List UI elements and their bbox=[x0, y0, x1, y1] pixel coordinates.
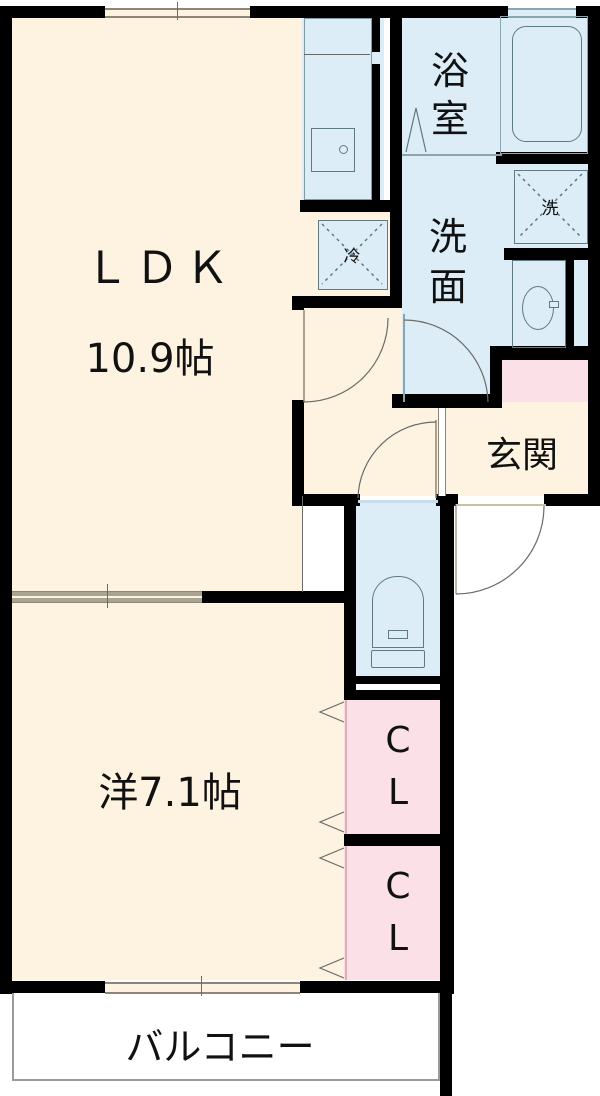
entrance-floor bbox=[452, 400, 588, 496]
bath-wash-wall bbox=[496, 152, 600, 164]
outer-wall-left bbox=[0, 6, 12, 994]
closet-top-wall bbox=[344, 690, 444, 700]
wash-basin bbox=[522, 286, 559, 330]
fridge-symbol: 冷 bbox=[343, 247, 361, 267]
kitchen-side-wall-2 bbox=[372, 64, 380, 202]
bathroom-label-1: 浴 bbox=[430, 49, 469, 93]
washroom-label-1: 洗 bbox=[428, 215, 467, 259]
entrance-divider bbox=[438, 408, 446, 496]
ldk-label: ＬＤＫ bbox=[85, 243, 235, 294]
western-room-floor bbox=[12, 598, 344, 980]
washroom-label-2: 面 bbox=[428, 265, 467, 309]
ldk-western-wall bbox=[202, 591, 344, 603]
entrance-door-line bbox=[456, 504, 546, 506]
ldk-size-label: 10.9帖 bbox=[85, 336, 215, 382]
shoe-cabinet bbox=[500, 360, 588, 402]
washer-cross-icon bbox=[517, 173, 583, 239]
ldk-floor bbox=[12, 16, 302, 596]
kitchen-side-wall bbox=[372, 16, 380, 52]
closet-2-folding-door bbox=[318, 846, 347, 980]
bath-top-window bbox=[508, 8, 576, 18]
bathtub-outer bbox=[500, 16, 588, 154]
partition-door-mullion bbox=[107, 584, 108, 608]
kitchen-counter bbox=[304, 18, 372, 200]
closet-2-label-c: C bbox=[385, 866, 411, 907]
washer-space bbox=[514, 170, 588, 244]
bath-door-swing bbox=[405, 107, 427, 153]
western-room-label: 洋7.1帖 bbox=[98, 770, 242, 816]
washroom-step-wall bbox=[490, 346, 600, 360]
toilet-seat-hinge bbox=[388, 630, 408, 639]
hallway-left-wall bbox=[292, 400, 304, 506]
entrance-door-swing bbox=[455, 504, 545, 595]
outer-wall-top-left bbox=[0, 6, 105, 18]
balcony-floor bbox=[12, 993, 440, 1081]
toilet-bowl bbox=[372, 576, 424, 648]
fridge-bottom-wall bbox=[292, 296, 402, 308]
bath-door-line bbox=[402, 154, 502, 156]
balcony-label: バルコニー bbox=[125, 1025, 315, 1069]
toilet-door-frame bbox=[358, 500, 438, 503]
kitchen-sink bbox=[311, 128, 355, 172]
bottom-wall-right bbox=[300, 981, 454, 993]
entrance-right-wall bbox=[588, 346, 600, 506]
closet-1-folding-door bbox=[318, 700, 347, 834]
balcony-right-wall bbox=[440, 981, 452, 1096]
bathroom-label-2: 室 bbox=[430, 97, 469, 141]
ldk-door-swing bbox=[303, 310, 389, 403]
toilet-left-wall bbox=[344, 500, 356, 700]
washer-symbol: 洗 bbox=[541, 199, 559, 219]
entrance-bottom-wall bbox=[544, 494, 600, 506]
ldk-window-mullion bbox=[177, 2, 178, 20]
western-bottom-window bbox=[105, 982, 300, 994]
closet-1-label-l: L bbox=[387, 772, 409, 813]
hallway-left-wall-top bbox=[292, 296, 304, 310]
bottom-window-mullion bbox=[201, 976, 202, 996]
kitchen-bottom-wall bbox=[300, 200, 392, 212]
washroom-door-swing bbox=[403, 314, 489, 403]
counter-line bbox=[304, 54, 370, 55]
bathtub bbox=[512, 26, 582, 142]
sink-side-wall bbox=[566, 256, 574, 348]
toilet-tank bbox=[371, 650, 425, 668]
closet-2-floor bbox=[344, 846, 440, 980]
washer-bottom-wall bbox=[504, 248, 588, 260]
washroom-bottom-wall bbox=[392, 394, 502, 408]
outer-wall-top-mid bbox=[250, 6, 508, 18]
fridge-cross-icon bbox=[321, 223, 383, 285]
closet-divider-wall bbox=[344, 834, 444, 846]
toilet-door-swing bbox=[357, 420, 437, 499]
hallway-bottom-wall bbox=[292, 494, 360, 506]
kitchen-bath-partition bbox=[390, 6, 402, 306]
toilet-bottom-wall bbox=[344, 676, 444, 684]
wash-basin-cabinet bbox=[512, 260, 566, 348]
entrance-label: 玄関 bbox=[485, 435, 558, 476]
closet-2-label-l: L bbox=[387, 918, 409, 959]
ldk-western-vertical-line bbox=[302, 496, 303, 592]
washroom-step-vertical bbox=[490, 346, 502, 408]
closet-1-label-c: C bbox=[385, 720, 411, 761]
bathroom-floor bbox=[402, 16, 588, 158]
toilet-right-wall bbox=[440, 500, 454, 994]
bottom-wall-left bbox=[0, 981, 105, 993]
closet-1-floor bbox=[344, 700, 440, 834]
